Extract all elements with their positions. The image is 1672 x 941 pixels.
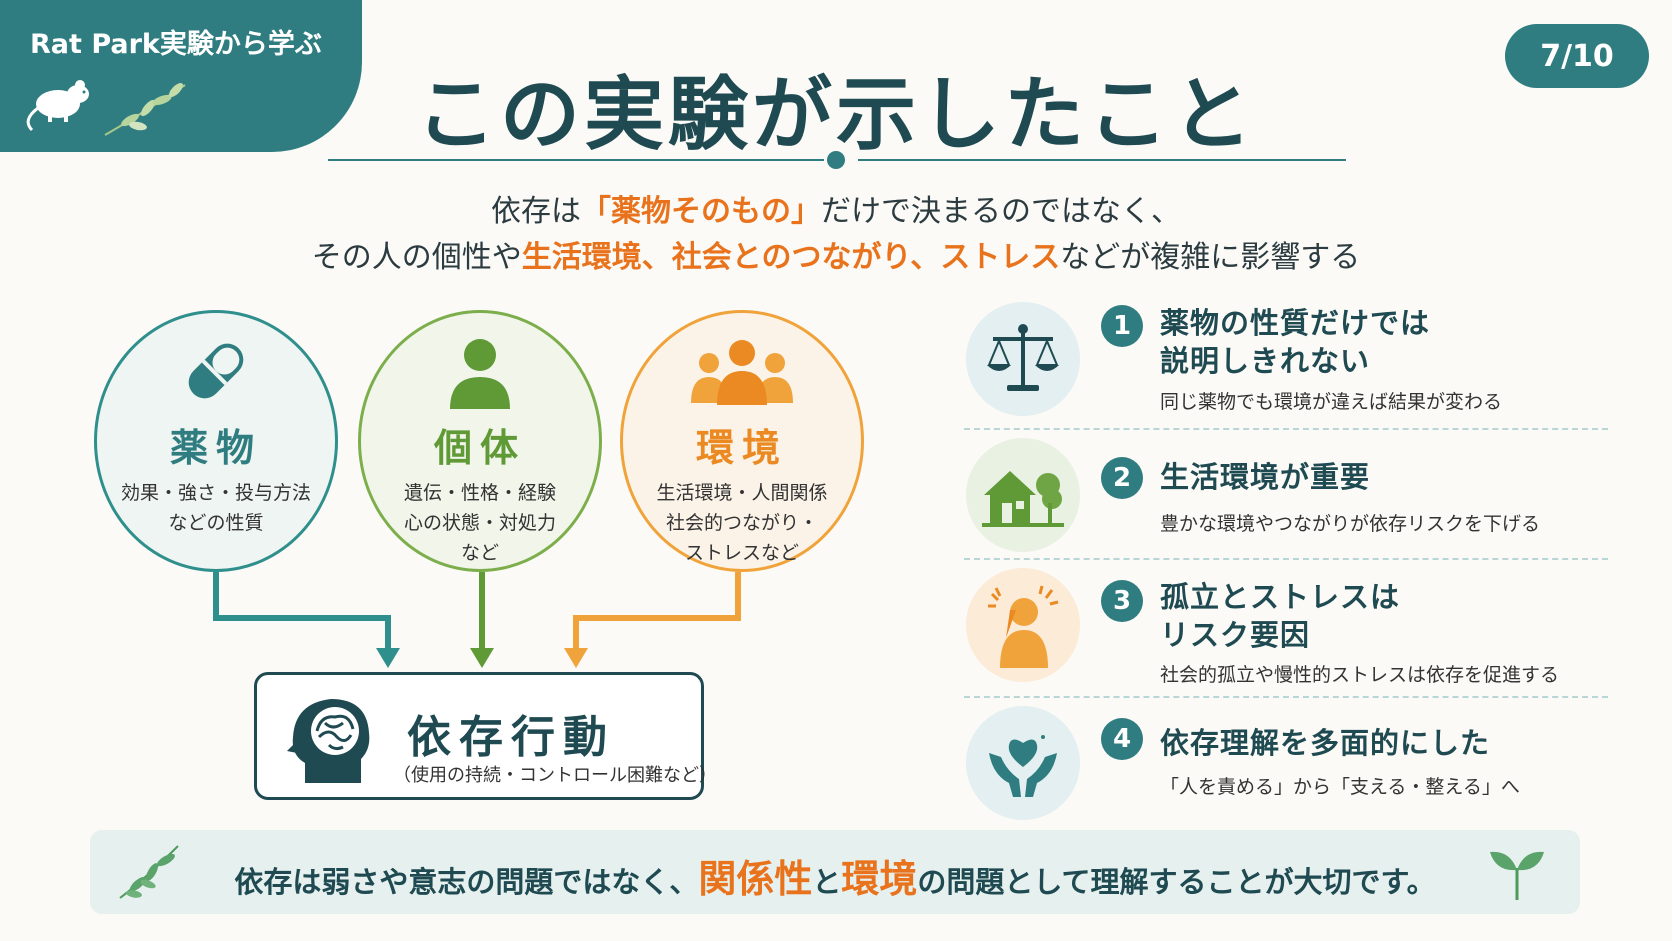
- subtitle-1-a: 依存は: [491, 194, 581, 229]
- factor-environment-desc-3: ストレスなど: [684, 542, 799, 564]
- point-1-number: 1: [1101, 305, 1143, 347]
- subtitle-line-1: 依存は「薬物そのもの」だけで決まるのではなく、: [0, 186, 1672, 230]
- factor-individual-desc-1: 遺伝・性格・経験: [403, 482, 556, 504]
- outcome-box: 依存行動 （使用の持続・コントロール困難など）: [254, 672, 717, 800]
- brain-head-icon: [287, 699, 370, 783]
- point-3-number: 3: [1101, 580, 1143, 622]
- summary-part-2: と: [812, 865, 842, 899]
- summary-part-1: 依存は弱さや意志の問題ではなく、: [234, 865, 699, 899]
- point-1-desc: 同じ薬物でも環境が違えば結果が変わる: [1160, 391, 1503, 413]
- subtitle-line-2: その人の個性や生活環境、社会とのつながり、ストレスなどが複雑に影響する: [0, 232, 1672, 276]
- title-divider-right: [858, 159, 1346, 161]
- factor-drug: 薬物 効果・強さ・投与方法 などの性質: [94, 310, 338, 572]
- point-4-number: 4: [1101, 718, 1143, 760]
- hands-heart-icon: [989, 735, 1057, 797]
- divider-2: [964, 558, 1608, 560]
- stressed-person-icon: [988, 585, 1059, 668]
- summary-part-3: の問題として理解することが大切です。: [917, 865, 1436, 899]
- point-2-icon-circle: [966, 438, 1080, 552]
- person-icon: [440, 331, 520, 411]
- point-3-title-line-1: 孤立とストレスは: [1160, 580, 1401, 614]
- page-indicator: 7/10: [1505, 24, 1649, 88]
- house-tree-icon: [982, 471, 1064, 527]
- factor-drug-title: 薬物: [169, 426, 262, 470]
- factor-drug-desc: 効果・強さ・投与方法 などの性質: [121, 478, 311, 538]
- factor-individual-desc: 遺伝・性格・経験 心の状態・対処力 など: [404, 478, 556, 568]
- summary-highlight-1: 関係性: [698, 857, 813, 901]
- factor-individual-desc-3: など: [460, 542, 499, 564]
- section-tag: Rat Park実験から学ぶ: [0, 0, 362, 152]
- factor-individual-title: 個体: [433, 426, 526, 470]
- factor-individual: 個体 遺伝・性格・経験 心の状態・対処力 など: [358, 310, 602, 572]
- leaf-branch-icon: [119, 845, 179, 899]
- subtitle-2-highlight: 生活環境、社会とのつながり、ストレス: [521, 240, 1061, 275]
- summary-highlight-2: 環境: [841, 857, 918, 901]
- point-1-title-line-1: 薬物の性質だけでは: [1160, 306, 1431, 340]
- factor-environment: 環境 生活環境・人間関係 社会的つながり・ ストレスなど: [620, 310, 864, 572]
- point-3-icon-circle: [966, 568, 1080, 682]
- subtitle-2-a: その人の個性や: [311, 240, 522, 275]
- point-4-title: 依存理解を多面的にした: [1160, 726, 1491, 760]
- factor-drug-desc-2: などの性質: [168, 512, 264, 534]
- outcome-subtitle: （使用の持続・コントロール困難など）: [393, 765, 717, 786]
- divider-3: [964, 696, 1608, 698]
- capsule-icon: [176, 331, 256, 411]
- section-tag-title: Rat Park実験から学ぶ: [30, 29, 322, 60]
- point-2-title: 生活環境が重要: [1160, 460, 1371, 494]
- summary-banner: 依存は弱さや意志の問題ではなく、関係性と環境の問題として理解することが大切です。: [90, 830, 1580, 914]
- subtitle-2-c: などが複雑に影響する: [1060, 240, 1361, 275]
- group-icon: [687, 331, 797, 411]
- subtitle-1-highlight: 「薬物そのもの」: [581, 194, 821, 229]
- factor-environment-desc: 生活環境・人間関係 社会的つながり・ ストレスなど: [656, 478, 827, 568]
- summary-text: 依存は弱さや意志の問題ではなく、関係性と環境の問題として理解することが大切です。: [90, 848, 1580, 903]
- scales-icon: [987, 324, 1059, 391]
- point-3-title: 孤立とストレスは リスク要因: [1160, 578, 1400, 654]
- point-1-title-line-2: 説明しきれない: [1160, 344, 1371, 378]
- factor-environment-desc-1: 生活環境・人間関係: [656, 482, 828, 504]
- rat-icon: [26, 80, 89, 132]
- point-4-desc: 「人を責める」から「支える・整える」へ: [1160, 776, 1520, 798]
- leaf-branch-icon: [104, 83, 186, 136]
- factor-individual-desc-2: 心の状態・対処力: [403, 512, 556, 534]
- point-2-number: 2: [1101, 457, 1143, 499]
- title-divider-left: [328, 159, 824, 161]
- point-4-icon-circle: [966, 706, 1080, 820]
- point-1-icon-circle: [966, 302, 1080, 416]
- factor-drug-desc-1: 効果・強さ・投与方法: [120, 482, 311, 504]
- point-3-title-line-2: リスク要因: [1160, 618, 1311, 652]
- factor-environment-desc-2: 社会的つながり・: [665, 512, 818, 534]
- subtitle-1-c: だけで決まるのではなく、: [821, 194, 1181, 229]
- title-divider-dot: [827, 151, 845, 169]
- factor-environment-title: 環境: [695, 426, 788, 470]
- point-1-title: 薬物の性質だけでは 説明しきれない: [1160, 304, 1430, 380]
- sprout-icon: [1490, 851, 1544, 900]
- page-title: この実験が示したこと: [416, 68, 1256, 161]
- outcome-title: 依存行動: [407, 712, 615, 763]
- point-3-desc: 社会的孤立や慢性的ストレスは依存を促進する: [1160, 664, 1560, 686]
- point-2-desc: 豊かな環境やつながりが依存リスクを下げる: [1160, 513, 1541, 535]
- divider-1: [964, 428, 1608, 430]
